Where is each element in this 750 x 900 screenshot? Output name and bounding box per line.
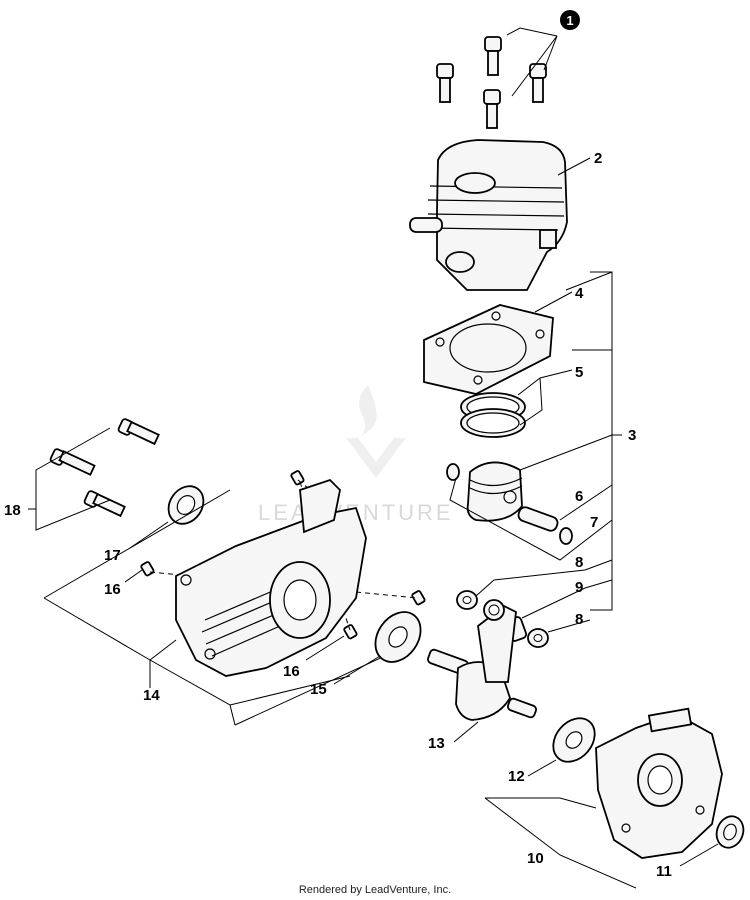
- piston-pin[interactable]: [517, 506, 559, 533]
- leader-6b: [449, 477, 613, 561]
- callout-4: 4: [575, 285, 584, 302]
- crankcase-left[interactable]: [175, 478, 367, 677]
- callout-8-lower: 8: [575, 611, 583, 628]
- callout-5: 5: [575, 364, 583, 381]
- oil-seal-right[interactable]: [712, 813, 747, 852]
- callout-2: 2: [594, 150, 602, 167]
- leader-8b: [547, 619, 591, 633]
- leader-3a: [565, 271, 613, 291]
- leader-10a: [485, 797, 597, 809]
- leader-14b: [43, 597, 236, 726]
- cylinder-screws[interactable]: [436, 36, 547, 129]
- crankcase-bearing-right[interactable]: [545, 710, 603, 770]
- leader-5a: [517, 369, 573, 396]
- leader-1a: [506, 27, 558, 37]
- callout-3: 3: [628, 427, 636, 444]
- leader-14a: [43, 489, 231, 599]
- callout-11: 11: [656, 863, 672, 880]
- leader-10b: [484, 797, 637, 889]
- leader-5b: [519, 377, 543, 426]
- callout-7: 7: [590, 514, 598, 531]
- callout-9: 9: [575, 579, 583, 596]
- leader-4: [534, 291, 573, 313]
- callout-16-right: 16: [283, 663, 300, 680]
- leader-12: [527, 759, 557, 777]
- leader-1b: [511, 35, 558, 97]
- leader-1c: [543, 35, 558, 71]
- svg-text:1: 1: [566, 13, 573, 28]
- leader-9: [521, 587, 586, 619]
- leader-6c: [559, 484, 613, 521]
- leader-9b: [584, 579, 613, 589]
- callout-18: 18: [4, 502, 21, 519]
- leader-14c: [149, 639, 177, 661]
- leader-17: [129, 521, 169, 549]
- thrust-washer-lower[interactable]: [527, 628, 549, 648]
- bracket-18: [35, 427, 111, 531]
- leader-13: [453, 721, 479, 743]
- crankcase-bearing-left[interactable]: [366, 603, 430, 670]
- footer-credit: Rendered by LeadVenture, Inc.: [299, 884, 451, 896]
- piston[interactable]: [466, 461, 523, 522]
- crankcase-screws[interactable]: [49, 418, 160, 518]
- callout-15: 15: [310, 681, 327, 698]
- cylinder-gasket[interactable]: [423, 304, 554, 395]
- callout-16-left: 16: [104, 581, 121, 598]
- leader-8a: [475, 569, 586, 597]
- leadventure-logo-icon: [346, 385, 406, 478]
- crankshaft[interactable]: [427, 599, 537, 721]
- leader-11: [679, 843, 719, 867]
- crankcase-right[interactable]: [595, 707, 723, 859]
- callout-badge-1: 1: [560, 10, 580, 30]
- callout-10: 10: [527, 850, 544, 867]
- oil-seal-left[interactable]: [161, 479, 210, 530]
- callout-13: 13: [428, 735, 445, 752]
- dowel-pins[interactable]: [140, 470, 426, 640]
- callout-8-upper: 8: [575, 554, 583, 571]
- callout-17: 17: [104, 547, 121, 564]
- bracket-3: [590, 271, 613, 611]
- leader-14f: [234, 649, 399, 726]
- leader-16a: [124, 569, 143, 583]
- leader-8c: [584, 559, 613, 571]
- leader-16b: [305, 635, 345, 661]
- leader-15: [333, 655, 381, 685]
- callout-6: 6: [575, 488, 583, 505]
- thrust-washer-upper[interactable]: [456, 590, 478, 610]
- piston-rings[interactable]: [460, 392, 526, 438]
- leader-2: [557, 157, 591, 176]
- leader-6a: [519, 434, 613, 471]
- callout-14: 14: [143, 687, 160, 704]
- piston-clips[interactable]: [446, 463, 573, 545]
- cylinder[interactable]: [409, 139, 568, 291]
- callout-12: 12: [508, 768, 525, 785]
